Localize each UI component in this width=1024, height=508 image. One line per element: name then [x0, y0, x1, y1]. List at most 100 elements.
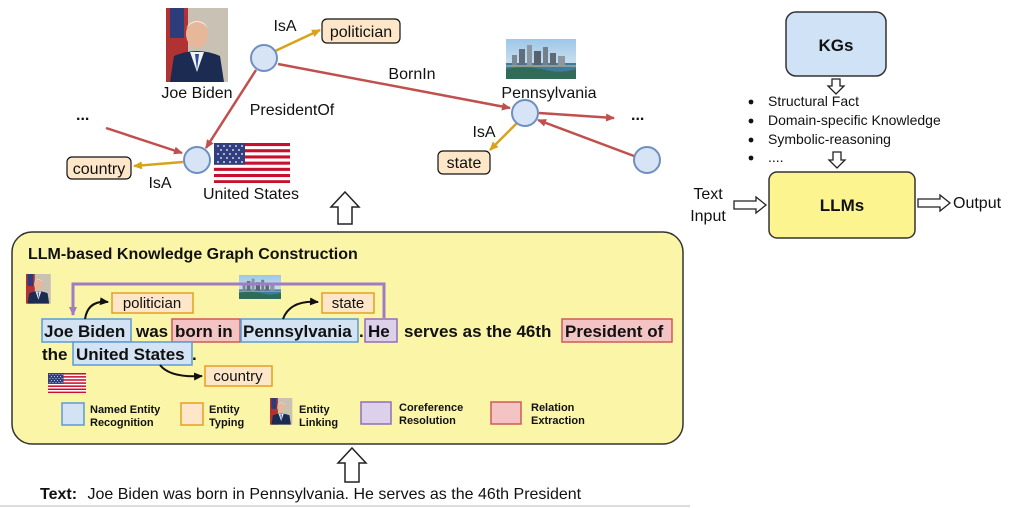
sentence-period-1: . — [359, 322, 364, 341]
kgs-down-arrow — [826, 78, 846, 95]
typing-arrow-politician — [84, 297, 109, 320]
relation-box-born-in — [171, 318, 241, 343]
us-flag-image — [214, 143, 290, 183]
sentence-president-of: President of — [565, 322, 664, 341]
input-right-arrow — [733, 195, 768, 215]
sentence-serves: serves as the 46th — [404, 322, 551, 341]
bullet-structural-fact: Structural Fact — [768, 93, 859, 109]
kg-benefit-list: Structural Fact Domain-specific Knowledg… — [748, 93, 941, 165]
edge-biden-bornin-pennsylvania — [277, 62, 511, 111]
tag-label-state: state — [332, 295, 365, 312]
node-biden — [250, 44, 278, 72]
bullet-dot — [748, 99, 754, 105]
sentence-the: the — [42, 345, 68, 364]
edge-ellipsis-to-us — [105, 126, 183, 155]
bullet-domain-knowledge: Domain-specific Knowledge — [768, 112, 941, 128]
tag-label-politician: politician — [123, 295, 181, 312]
bullet-symbolic-reasoning: Symbolic-reasoning — [768, 131, 891, 147]
legend-swatch-coref — [360, 401, 392, 425]
knowledge-graph: politician country state Joe Biden Unite… — [66, 8, 661, 203]
type-label-politician: politician — [330, 24, 392, 41]
kgs-box — [785, 11, 887, 77]
tag-box-politician — [111, 292, 194, 314]
coref-box-he — [364, 318, 398, 343]
legend-label-linking-line1: Entity — [299, 404, 330, 416]
node-label-joe-biden: Joe Biden — [161, 85, 232, 102]
sentence-he: He — [368, 322, 390, 341]
output-right-arrow — [917, 193, 952, 213]
text-input-label-line2: Input — [690, 208, 726, 225]
legend-swatch-relation — [490, 401, 522, 425]
llms-box — [768, 171, 916, 239]
ner-box-pennsylvania — [240, 318, 359, 343]
sentence-was: was — [135, 322, 168, 341]
legend-swatch-typing — [180, 402, 204, 426]
node-label-pennsylvania: Pennsylvania — [501, 85, 596, 102]
pennsylvania-photo — [505, 38, 577, 80]
bullets-down-arrow — [827, 151, 847, 169]
edge-pa-isa-state — [489, 120, 520, 151]
sentence-united-states: United States — [76, 345, 185, 364]
sentence-born-in: born in — [175, 322, 233, 341]
edge-biden-isa-politician — [272, 28, 321, 54]
legend-label-typing-line1: Entity — [209, 404, 240, 416]
kg-llm-panel: KGs Structural Fact Domain-specific Know… — [690, 11, 1002, 239]
legend-label-coref-line2: Resolution — [399, 415, 456, 427]
relation-label-born-in: BornIn — [388, 66, 435, 83]
tag-box-country — [204, 365, 273, 387]
up-arrow-top — [329, 190, 361, 225]
legend-label-linking-line2: Linking — [299, 417, 338, 429]
edge-pa-to-ellipsis — [538, 111, 615, 122]
legend-label-coref-line1: Coreference — [399, 402, 463, 414]
node-united-states — [183, 146, 211, 174]
type-label-state: state — [447, 155, 482, 172]
construction-panel: LLM-based Knowledge Graph Construction J… — [11, 231, 684, 445]
up-arrow-bottom — [336, 446, 368, 483]
node-label-right-ellipsis: ... — [631, 107, 644, 124]
relation-label-isa-top: IsA — [273, 18, 296, 35]
type-box-country — [66, 156, 132, 180]
construction-title: LLM-based Knowledge Graph Construction — [28, 246, 358, 263]
input-text-line: Text: Joe Biden was born in Pennsylvania… — [40, 486, 582, 503]
input-text-value: Joe Biden was born in Pennsylvania. He s… — [88, 486, 582, 503]
legend-label-relation-line1: Relation — [531, 402, 575, 414]
edge-us-isa-country — [133, 160, 184, 170]
relation-label-isa-us: IsA — [148, 175, 171, 192]
node-label-united-states: United States — [203, 186, 299, 203]
tag-box-state — [321, 292, 375, 314]
bullet-dot — [748, 137, 754, 143]
node-extra — [633, 146, 661, 174]
legend-swatch-linking-photo — [270, 398, 293, 425]
legend-label-relation-line2: Extraction — [531, 415, 585, 427]
legend: Named Entity Recognition Entity Typing E… — [61, 398, 585, 429]
sentence-joe-biden: Joe Biden — [44, 322, 125, 341]
tag-label-country: country — [213, 368, 263, 385]
legend-label-typing-line2: Typing — [209, 417, 244, 429]
output-label: Output — [953, 195, 1002, 212]
input-text-label: Text: — [40, 486, 77, 503]
sentence-period-2: . — [192, 345, 197, 364]
typing-arrow-country — [159, 364, 203, 381]
entity-link-pennsylvania-photo — [238, 274, 282, 300]
entity-link-us-flag — [48, 373, 86, 393]
bullet-more: .... — [768, 149, 784, 165]
type-box-state — [437, 150, 491, 175]
relation-box-president-of — [561, 318, 673, 343]
relation-label-isa-pa: IsA — [472, 124, 495, 141]
bullet-dot — [748, 118, 754, 124]
type-box-politician — [321, 18, 401, 44]
legend-label-ner-line1: Named Entity — [90, 404, 161, 416]
node-pennsylvania — [511, 99, 539, 127]
typing-arrow-state — [282, 297, 319, 320]
edge-biden-presidentof-us — [204, 69, 258, 149]
kgs-label: KGs — [819, 36, 854, 55]
text-input-label-line1: Text — [693, 186, 723, 203]
type-label-country: country — [73, 161, 125, 178]
edge-node-to-pa — [537, 118, 635, 158]
llms-label: LLMs — [820, 196, 864, 215]
joe-biden-photo — [166, 8, 228, 82]
node-label-left-ellipsis: ... — [76, 107, 89, 124]
coreference-link — [69, 282, 386, 318]
bullet-dot — [748, 155, 754, 161]
